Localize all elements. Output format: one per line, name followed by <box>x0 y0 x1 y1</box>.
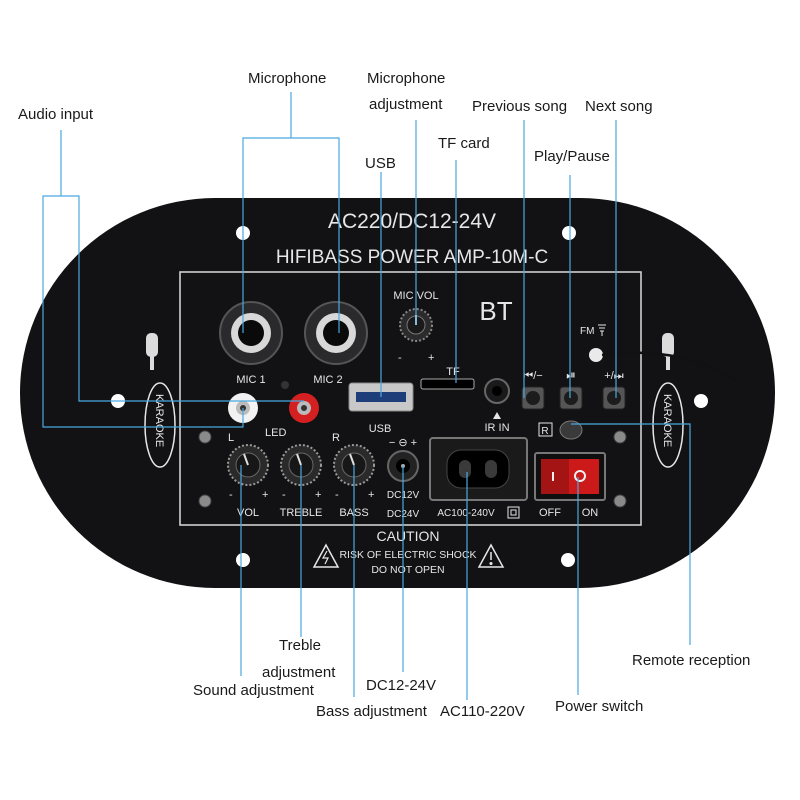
mic2-label: MIC 2 <box>313 374 342 386</box>
l-label: L <box>228 432 234 444</box>
off-label: OFF <box>539 507 561 519</box>
prev-button-label: ⏮/− <box>523 370 542 382</box>
vol-label: VOL <box>237 507 259 519</box>
r-badge-label: R <box>541 426 548 437</box>
double-insulation-icon <box>507 506 520 519</box>
bass-minus: - <box>335 489 339 501</box>
screw <box>613 494 627 508</box>
r-badge <box>538 422 553 437</box>
callout-audio-input: Audio input <box>18 106 94 123</box>
karaoke-label-right: KARAOKE <box>661 394 673 447</box>
mounting-holes <box>111 226 708 567</box>
r-label: R <box>332 432 340 444</box>
karaoke-logo-right: KARAOKE <box>652 333 684 468</box>
callout-dc12-24v: DC12-24V <box>366 677 437 694</box>
callout-bass-adjustment: Bass adjustment <box>316 703 427 720</box>
panel-frame <box>179 271 642 526</box>
callout-remote-reception: Remote reception <box>632 652 751 669</box>
callout-microphone: Microphone <box>248 70 327 87</box>
treble-plus: + <box>315 489 321 501</box>
callout-previous-song: Previous song <box>472 98 568 115</box>
play-button-label: ⏯ <box>566 368 576 382</box>
callout-next-song: Next song <box>585 98 653 115</box>
mounting-hole <box>236 553 250 567</box>
next-button-label: +/⏭ <box>604 370 623 382</box>
tf-label: TF <box>446 366 460 378</box>
leader-line-remote-reception <box>571 423 691 645</box>
callout-tf-card: TF card <box>438 135 490 152</box>
fm-label: FM <box>580 326 594 337</box>
led-indicator <box>281 381 289 389</box>
callout-usb: USB <box>365 155 396 172</box>
vol-minus: - <box>229 489 233 501</box>
mic-vol-plus: + <box>428 352 434 364</box>
remote-receiver <box>559 420 583 440</box>
treble-minus: - <box>282 489 286 501</box>
screw <box>613 430 627 444</box>
dc-polarity-label: − ⊖ + <box>389 437 417 449</box>
leader-line-audio-input <box>42 130 304 428</box>
tf-card-slot[interactable] <box>420 378 475 390</box>
mounting-hole <box>561 553 575 567</box>
callout-treble-line1: Treble <box>279 637 321 654</box>
bt-label: BT <box>479 296 512 326</box>
next-song-button[interactable] <box>602 386 626 410</box>
power-switch[interactable] <box>534 452 606 501</box>
callout-sound-adjustment: Sound adjustment <box>193 682 314 699</box>
screw <box>198 430 212 444</box>
mounting-hole <box>562 226 576 240</box>
shock-warning-icon <box>312 543 340 568</box>
usb-label: USB <box>369 423 392 435</box>
mounting-hole <box>694 394 708 408</box>
screw <box>198 494 212 508</box>
mic2-jack[interactable] <box>304 301 368 365</box>
leader-lines <box>42 92 691 700</box>
mic1-label: MIC 1 <box>236 374 265 386</box>
led-label: LED <box>265 427 286 439</box>
fm-antenna-wire <box>601 351 736 382</box>
caution-title: CAUTION <box>377 528 440 544</box>
double-insulation-icon-inner <box>510 509 517 516</box>
callout-play-pause: Play/Pause <box>534 148 610 165</box>
play-pause-button[interactable] <box>559 386 583 410</box>
on-label: ON <box>582 507 599 519</box>
caution-warning-icon <box>477 543 505 568</box>
callout-power-switch: Power switch <box>555 698 644 715</box>
callout-ac110-220v: AC110-220V <box>440 703 525 720</box>
caution-line2: DO NOT OPEN <box>371 564 444 576</box>
mic-vol-minus: - <box>398 352 402 364</box>
ir-in-label: IR IN <box>484 422 509 434</box>
bass-plus: + <box>368 489 374 501</box>
mic1-jack[interactable] <box>219 301 283 365</box>
karaoke-logo-left: KARAOKE <box>144 333 176 468</box>
callout-treble-line2: adjustment <box>262 664 336 681</box>
panel-title: AC220/DC12-24V <box>328 210 496 233</box>
previous-song-button[interactable] <box>521 386 545 410</box>
callout-mic-adjustment-line2: adjustment <box>369 96 443 113</box>
karaoke-label-left: KARAOKE <box>153 394 165 447</box>
callout-mic-adjustment-line1: Microphone <box>367 70 446 87</box>
caution-line1: RISK OF ELECTRIC SHOCK <box>339 549 476 561</box>
ir-in-jack-center <box>492 386 502 396</box>
panel-model: HIFIBASS POWER AMP-10M-C <box>276 247 548 268</box>
leader-line-microphone <box>242 92 340 333</box>
volume-knob[interactable] <box>227 444 269 486</box>
ac-power-inlet[interactable] <box>429 437 528 501</box>
screws <box>198 430 627 508</box>
fm-antenna-port <box>589 348 603 362</box>
ac-range-label: AC100-240V <box>437 508 495 519</box>
vol-plus: + <box>262 489 268 501</box>
ir-in-arrow-icon <box>493 412 501 419</box>
fm-signal-icon <box>598 324 606 336</box>
rca-right-input[interactable] <box>289 393 319 423</box>
